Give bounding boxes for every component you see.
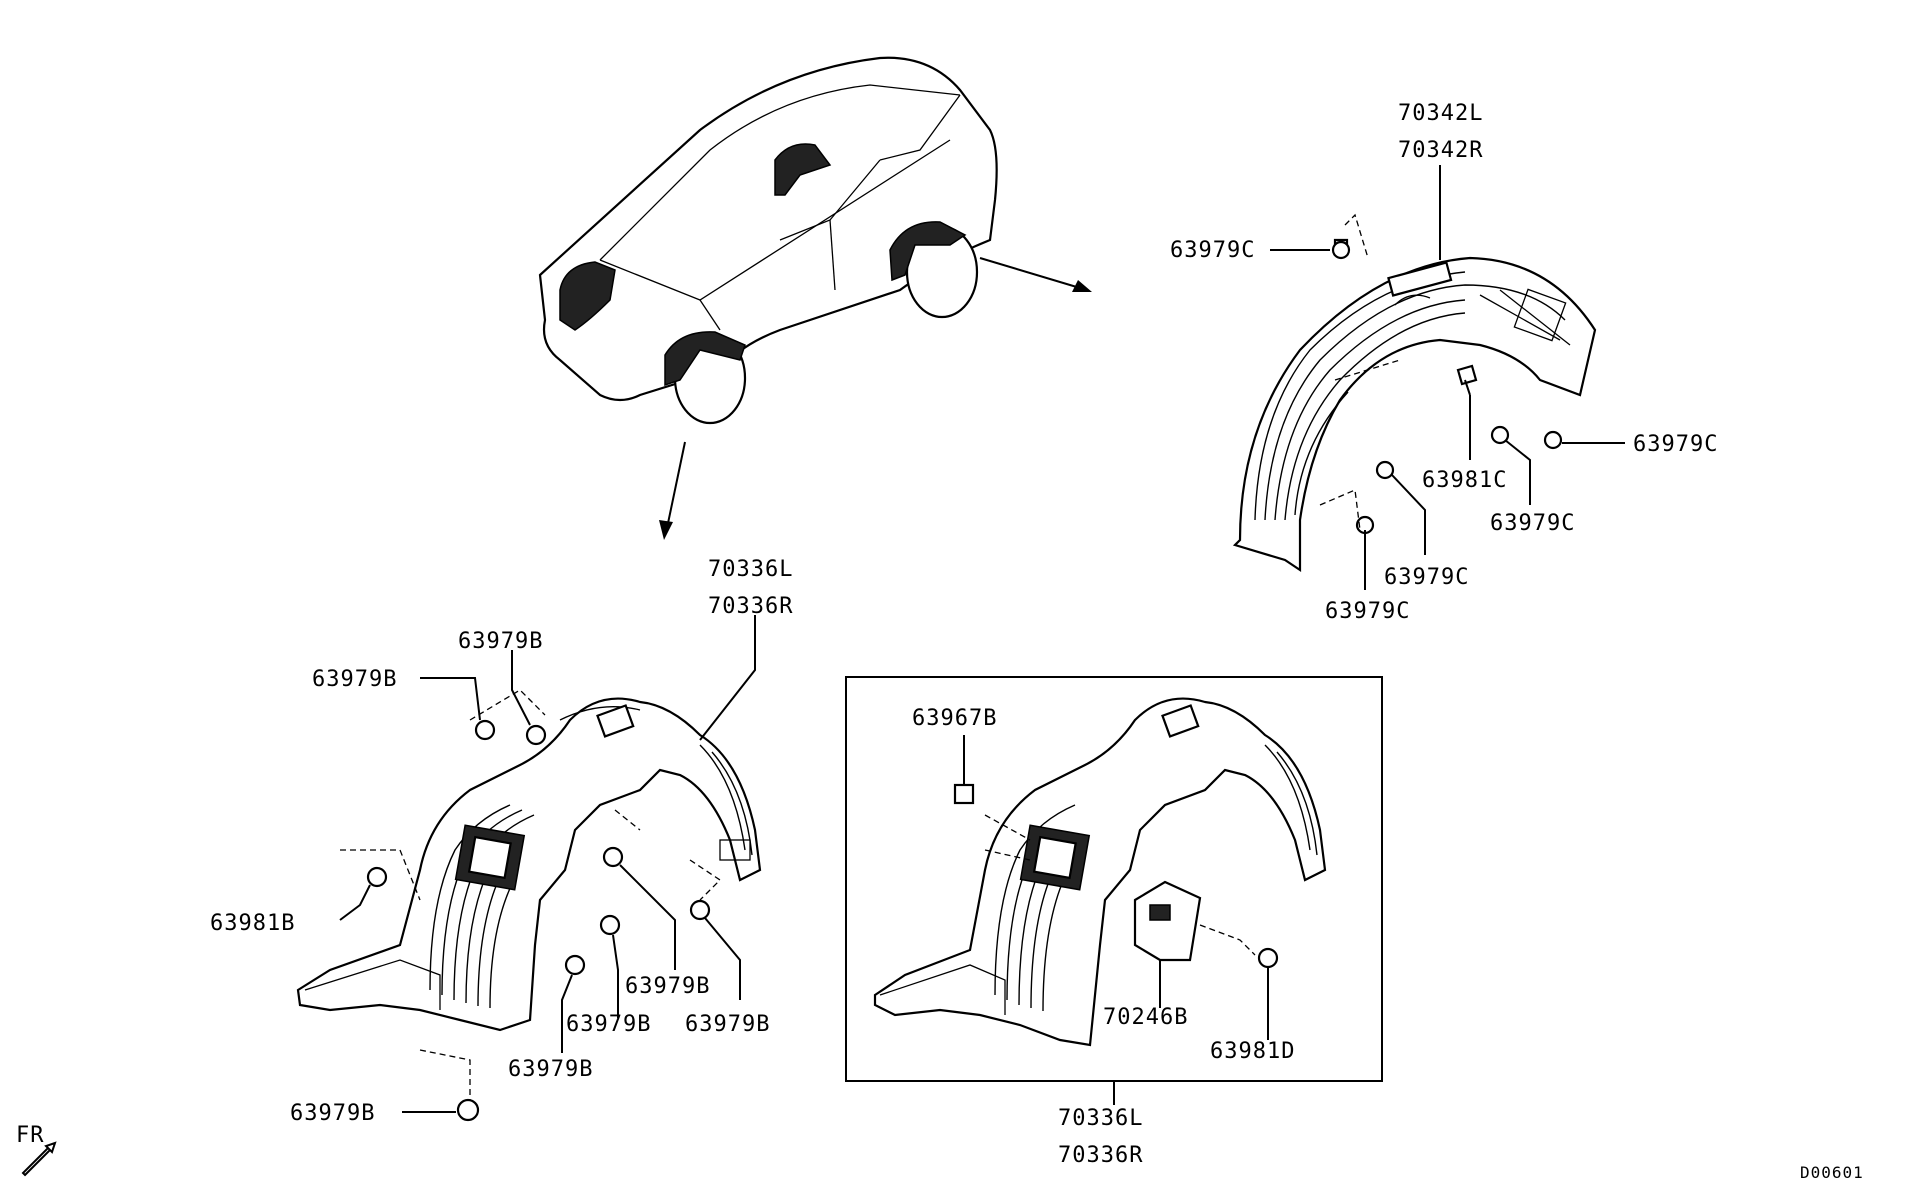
inset-wheel-liner bbox=[873, 697, 1327, 1047]
front-clip-label-g: 63979B bbox=[290, 1101, 375, 1126]
rear-wheel-liner bbox=[1232, 256, 1597, 573]
car-overview bbox=[538, 56, 1092, 540]
rear-clip-label-mid: 63979C bbox=[1490, 511, 1575, 536]
front-leader-lines bbox=[339, 615, 756, 1113]
front-clip-label-c: 63979B bbox=[625, 974, 710, 999]
rear-fasteners bbox=[1319, 213, 1563, 535]
front-clip-label-e: 63979B bbox=[685, 1012, 770, 1037]
front-clip-label-a: 63979B bbox=[458, 629, 543, 654]
rear-clip-label-bottom: 63979C bbox=[1325, 599, 1410, 624]
front-bolt-label: 63981B bbox=[210, 911, 295, 936]
rear-clip-label-lower: 63979C bbox=[1384, 565, 1469, 590]
front-liner-label-top: 70336L bbox=[708, 557, 793, 582]
rear-liner-label-top: 70342L bbox=[1398, 101, 1483, 126]
front-liner-label-bottom: 70336R bbox=[708, 594, 793, 619]
inset-bracket-label: 70246B bbox=[1103, 1005, 1188, 1030]
front-direction-label: FR bbox=[16, 1123, 45, 1148]
front-wheel-liner bbox=[296, 697, 762, 1032]
front-clip-label-d: 63979B bbox=[566, 1012, 651, 1037]
front-fasteners bbox=[340, 689, 722, 1122]
inset-leader-lines bbox=[963, 735, 1269, 1105]
front-direction-arrow-icon bbox=[21, 1141, 57, 1177]
diagram-id-label: D00601 bbox=[1800, 1163, 1864, 1182]
rear-clip-label-right: 63979C bbox=[1633, 432, 1718, 457]
front-clip-label-b: 63979B bbox=[312, 667, 397, 692]
rear-leader-lines bbox=[1270, 165, 1625, 590]
rear-clip-label-top: 63979C bbox=[1170, 238, 1255, 263]
rear-bolt-label: 63981C bbox=[1422, 468, 1507, 493]
inset-liner-label-bottom: 70336R bbox=[1058, 1143, 1143, 1168]
inset-nut-label: 63967B bbox=[912, 706, 997, 731]
inset-liner-label-top: 70336L bbox=[1058, 1106, 1143, 1131]
front-clip-label-f: 63979B bbox=[508, 1057, 593, 1082]
inset-bolt-label: 63981D bbox=[1210, 1039, 1295, 1064]
rear-liner-label-bottom: 70342R bbox=[1398, 138, 1483, 163]
